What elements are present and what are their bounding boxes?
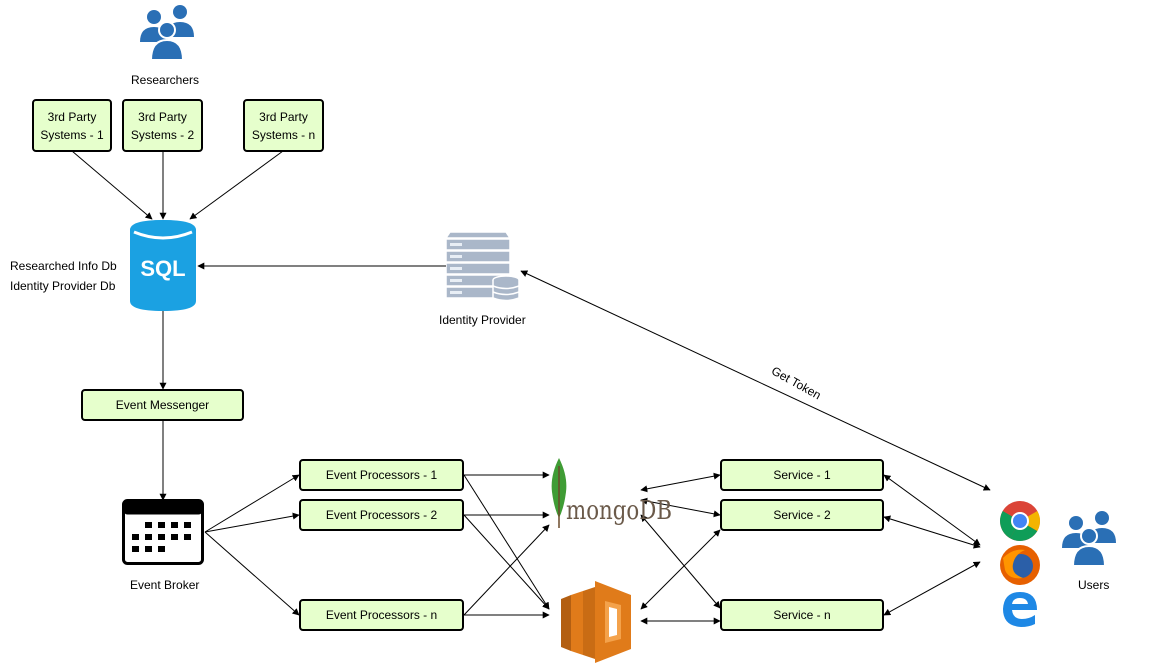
chrome-browser-icon[interactable]: [999, 500, 1041, 542]
edge-pn-mongo: [463, 524, 550, 616]
mongodb-leaf-icon[interactable]: [550, 458, 568, 530]
event-broker-label: Event Broker: [130, 578, 200, 592]
third-party-line2: Systems - 2: [130, 127, 195, 142]
edge-browser-icon[interactable]: [1001, 590, 1039, 628]
mongodb-wordmark: mongoDB: [566, 496, 673, 526]
event-processor-2[interactable]: Event Processors - 2: [299, 499, 464, 531]
edge-3p1-sql: [71, 150, 153, 220]
third-party-line2: Systems - 1: [40, 127, 104, 142]
event-processor-1[interactable]: Event Processors - 1: [299, 459, 464, 491]
edge-mongo-sn: [640, 514, 721, 609]
edge-mongo-s1: [640, 472, 721, 493]
edge-broker-p2: [204, 512, 300, 533]
third-party-line1: 3rd Party: [138, 109, 187, 124]
edge-sn-users: [883, 561, 981, 616]
edge-s2-users: [883, 515, 981, 549]
edge-broker-p1: [204, 474, 300, 533]
users-group-icon[interactable]: [1058, 504, 1120, 570]
service-2[interactable]: Service - 2: [720, 499, 884, 531]
edge-p1-lambda: [463, 474, 550, 610]
edge-lambda-s2: [640, 529, 721, 610]
users-label: Users: [1078, 578, 1110, 592]
sql-label-line1: Researched Info Db: [10, 259, 117, 273]
researchers-label: Researchers: [131, 73, 200, 87]
edge-3pn-sql: [189, 150, 284, 220]
third-party-line1: 3rd Party: [259, 109, 308, 124]
service-n[interactable]: Service - n: [720, 599, 884, 631]
edge-users-idp: [520, 270, 991, 491]
identity-provider-label: Identity Provider: [439, 313, 526, 327]
third-party-line1: 3rd Party: [47, 109, 97, 124]
service-1[interactable]: Service - 1: [720, 459, 884, 491]
edge-mongo-s2: [640, 497, 721, 518]
researchers-group-icon: [140, 5, 194, 61]
sql-icon-text: SQL: [140, 256, 186, 281]
edge-p2-lambda: [463, 514, 550, 610]
sql-database-icon: [130, 220, 196, 311]
third-party-line2: Systems - n: [251, 127, 316, 142]
sql-database[interactable]: SQL: [130, 220, 196, 311]
event-processor-n[interactable]: Event Processors - n: [299, 599, 464, 631]
identity-provider-server-icon[interactable]: [446, 230, 522, 302]
edge-s1-users: [883, 474, 981, 546]
edge-broker-pn: [204, 531, 300, 616]
sql-label-line2: Identity Provider Db: [10, 279, 116, 293]
firefox-browser-icon[interactable]: [999, 544, 1041, 586]
event-messenger-node[interactable]: Event Messenger: [81, 389, 244, 421]
aws-lambda-icon[interactable]: [561, 581, 631, 663]
event-broker-calendar-icon[interactable]: [122, 499, 204, 565]
